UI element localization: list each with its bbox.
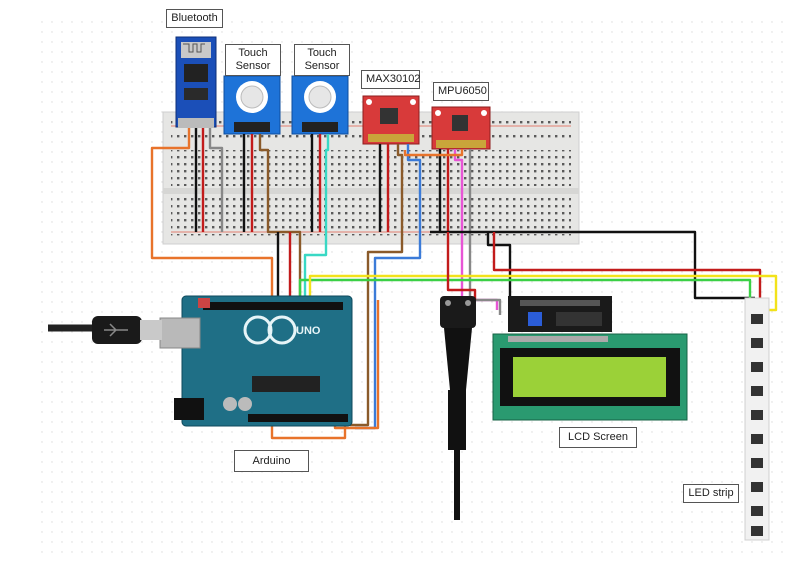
- touch-sensor-2-label: Touch Sensor: [294, 44, 350, 76]
- max30102-sensor: [362, 95, 420, 145]
- touch-sensor-2: [291, 75, 349, 135]
- max30102-label: MAX30102: [361, 70, 420, 89]
- arduino-board: UNO: [159, 295, 353, 427]
- lcd-screen: [492, 333, 688, 421]
- usb-cable: [48, 316, 162, 344]
- touch-sensor-1: [223, 75, 281, 135]
- led-strip-label: LED strip: [683, 484, 739, 503]
- bluetooth-module: [175, 36, 217, 128]
- bluetooth-label: Bluetooth: [166, 9, 223, 28]
- mpu6050-label: MPU6050: [433, 82, 489, 101]
- power-jack: [440, 296, 476, 520]
- arduino-label: Arduino: [234, 450, 309, 472]
- mpu6050-sensor: [431, 106, 491, 150]
- lcd-screen-label: LCD Screen: [559, 427, 637, 448]
- led-strip: [744, 297, 770, 541]
- uno-mark: UNO: [296, 325, 321, 337]
- touch-sensor-1-label: Touch Sensor: [225, 44, 281, 76]
- i2c-backpack: [508, 296, 612, 332]
